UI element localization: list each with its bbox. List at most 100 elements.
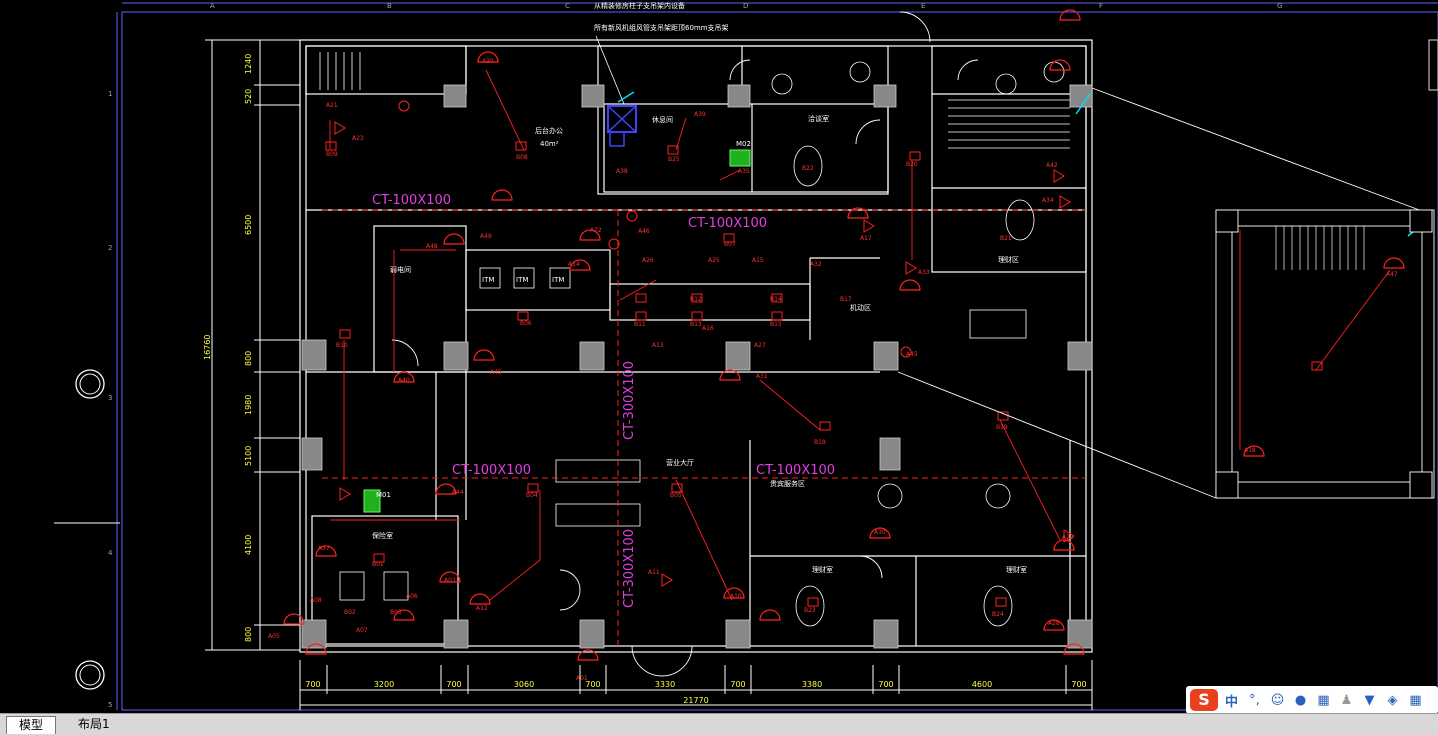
svg-text:B23: B23 [804, 607, 816, 614]
right-edge-marks [1428, 39, 1438, 91]
svg-text:B: B [387, 2, 392, 10]
cad-model-canvas[interactable]: A B C D E F G 1 2 3 4 5 1240 520 6500 16… [0, 0, 1438, 713]
svg-text:B07: B07 [724, 241, 736, 248]
equipment-m02[interactable]: M02 [729, 140, 751, 167]
svg-text:C: C [565, 2, 570, 10]
svg-text:B17: B17 [840, 296, 852, 303]
svg-text:3380: 3380 [802, 680, 822, 689]
svg-text:B09: B09 [326, 151, 338, 158]
svg-text:CT-100X100: CT-100X100 [372, 193, 451, 208]
svg-text:1980: 1980 [244, 395, 253, 415]
detail-callout [897, 87, 1435, 499]
svg-text:机动区: 机动区 [850, 303, 871, 312]
svg-text:3330: 3330 [655, 680, 675, 689]
svg-text:后台办公: 后台办公 [535, 126, 563, 135]
drawing-frame [121, 11, 1438, 711]
bottom-dim-labels: 700 3200 700 3060 700 3330 700 3380 700 … [305, 680, 1086, 705]
svg-text:4600: 4600 [972, 680, 992, 689]
svg-text:B19: B19 [996, 424, 1008, 431]
toolbox-icon[interactable]: ◈ [1387, 692, 1398, 708]
duct-labels[interactable]: CT-100X100 CT-100X100 CT-100X100 CT-100X… [372, 193, 835, 608]
bottom-dimensions [299, 660, 1093, 710]
microphone-icon[interactable]: ● [1294, 692, 1307, 708]
punct-toggle[interactable]: °, [1249, 692, 1260, 708]
svg-text:A14: A14 [568, 261, 580, 268]
left-dim-labels: 1240 520 6500 16760 800 1980 5100 4100 8… [203, 54, 253, 642]
svg-text:A49: A49 [480, 233, 492, 240]
svg-text:保险室: 保险室 [372, 531, 393, 540]
svg-text:CT-100X100: CT-100X100 [688, 216, 767, 231]
floor-plan-drawing[interactable]: A B C D E F G 1 2 3 4 5 1240 520 6500 16… [0, 0, 1438, 713]
emoji-icon[interactable]: ☺ [1270, 692, 1285, 708]
svg-text:4100: 4100 [244, 535, 253, 555]
svg-text:A28: A28 [1048, 620, 1060, 627]
svg-text:700: 700 [730, 680, 745, 689]
grid-menu-icon[interactable]: ▦ [1409, 692, 1422, 708]
svg-text:B01: B01 [372, 561, 384, 568]
svg-text:3060: 3060 [514, 680, 534, 689]
keyboard-icon[interactable]: ▦ [1317, 692, 1330, 708]
svg-text:700: 700 [446, 680, 461, 689]
svg-text:A45: A45 [490, 369, 502, 376]
device-leaders [329, 69, 1391, 601]
sogou-logo-icon[interactable]: S [1190, 689, 1218, 711]
svg-text:CT-100X100: CT-100X100 [452, 463, 531, 478]
svg-text:理财室: 理财室 [812, 565, 833, 574]
svg-text:A12: A12 [476, 605, 488, 612]
svg-text:洽谈室: 洽谈室 [808, 114, 829, 123]
svg-text:2: 2 [108, 244, 112, 252]
top-notes: 从精装修房柱子支吊架内设备 所有新风机组风管支吊架距顶60mm支吊架 [594, 1, 729, 32]
svg-text:B25: B25 [668, 156, 680, 163]
svg-text:休息间: 休息间 [652, 115, 673, 124]
svg-text:B11: B11 [634, 321, 646, 328]
svg-text:B10: B10 [336, 342, 348, 349]
svg-text:A03: A03 [444, 577, 456, 584]
svg-text:B14: B14 [770, 296, 782, 303]
svg-text:CT-100X100: CT-100X100 [756, 463, 835, 478]
device-tags[interactable]: A21 A23 A20 B09 B08 A39 A38 B25 A35 B22 … [268, 58, 1398, 682]
tab-model[interactable]: 模型 [6, 716, 57, 734]
duct-lines [322, 209, 1086, 646]
svg-text:4: 4 [108, 549, 113, 557]
room-labels: 后台办公 40m² 弱电间 洽谈室 休息间 保险室 营业大厅 理财区 理财室 理… [372, 114, 1027, 574]
detector-markers [325, 100, 1323, 607]
svg-text:B20: B20 [906, 161, 918, 168]
svg-text:A25: A25 [708, 257, 720, 264]
svg-text:弱电间: 弱电间 [390, 265, 411, 274]
svg-text:CT-300X100: CT-300X100 [622, 529, 637, 608]
svg-text:A08: A08 [310, 597, 322, 604]
ahu-equipment[interactable] [607, 105, 637, 147]
svg-text:A07: A07 [356, 627, 368, 634]
svg-text:贵宾服务区: 贵宾服务区 [770, 479, 805, 488]
lang-toggle[interactable]: 中 [1224, 694, 1238, 710]
axis-bubble [75, 660, 105, 690]
svg-text:A01: A01 [576, 675, 588, 682]
layout-tabs-bar: 模型 布局1 [0, 713, 1438, 735]
tab-layout1[interactable]: 布局1 [78, 717, 110, 731]
svg-text:A21: A21 [326, 102, 338, 109]
svg-text:B15: B15 [770, 321, 782, 328]
svg-text:A34: A34 [1042, 197, 1054, 204]
note-leader [595, 35, 625, 105]
atm-labels: ITM ITM ITM [482, 276, 564, 284]
svg-text:B21: B21 [1000, 235, 1012, 242]
equipment-m01[interactable]: M01 [363, 489, 391, 513]
svg-text:G: G [1277, 2, 1282, 10]
svg-text:A13: A13 [652, 342, 664, 349]
svg-text:A15: A15 [752, 257, 764, 264]
user-icon[interactable]: ♟ [1340, 692, 1353, 708]
svg-text:1: 1 [108, 90, 112, 98]
svg-text:A31: A31 [756, 373, 768, 380]
svg-text:700: 700 [585, 680, 600, 689]
svg-text:ITM: ITM [552, 276, 564, 284]
svg-text:A05: A05 [268, 633, 280, 640]
ime-toolbar[interactable]: S 中 °, ☺ ● ▦ ♟ ▼ ◈ ▦ [1186, 686, 1438, 714]
svg-text:从精装修房柱子支吊架内设备: 从精装修房柱子支吊架内设备 [594, 1, 685, 10]
svg-text:B12: B12 [690, 296, 702, 303]
svg-text:ITM: ITM [516, 276, 528, 284]
skin-icon[interactable]: ▼ [1364, 692, 1375, 708]
svg-text:A48: A48 [426, 243, 438, 250]
svg-text:M01: M01 [376, 491, 391, 499]
svg-text:3: 3 [108, 394, 112, 402]
svg-text:1240: 1240 [244, 54, 253, 74]
